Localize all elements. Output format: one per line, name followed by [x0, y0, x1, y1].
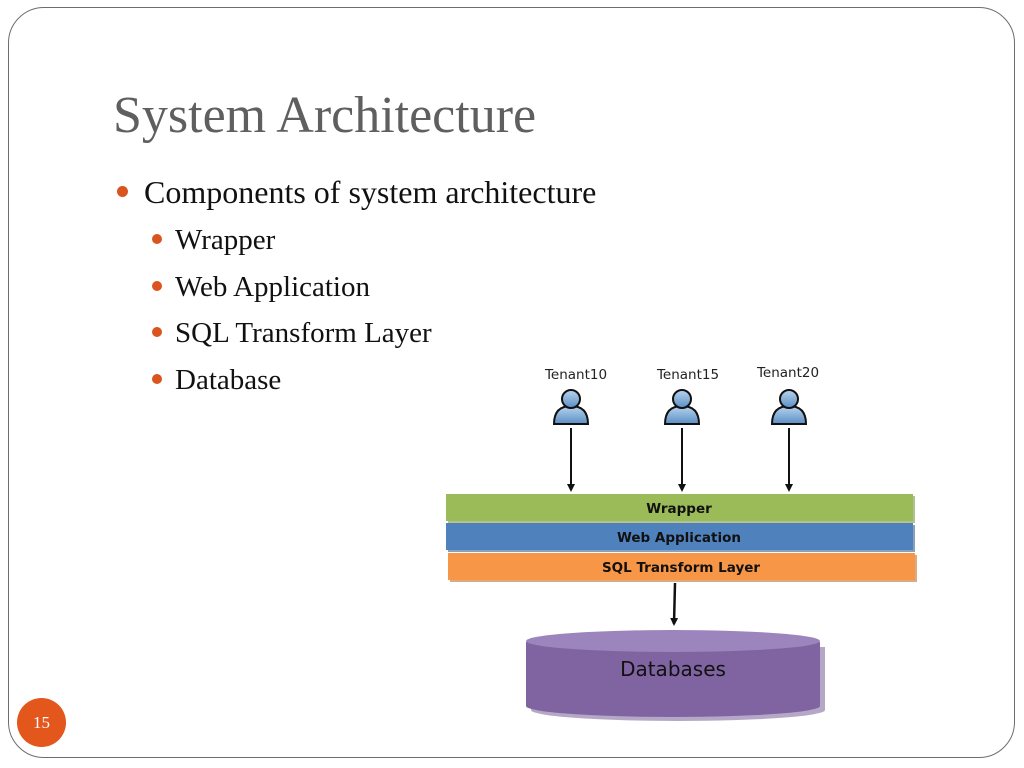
user-icon	[552, 389, 590, 425]
layer-sql-transform-label: SQL Transform Layer	[602, 560, 760, 576]
database-cylinder: Databases	[526, 630, 825, 721]
tenant-label-20: Tenant20	[756, 365, 819, 381]
user-icon	[770, 389, 808, 425]
slide-frame	[8, 7, 1015, 758]
bullet-database: Database	[148, 358, 432, 405]
tenant-label-10: Tenant10	[544, 367, 607, 383]
layer-wrapper: Wrapper	[446, 494, 915, 523]
bullet-web-application: Web Application	[148, 265, 432, 312]
database-label: Databases	[620, 657, 726, 681]
bullet-main: Components of system architecture	[116, 170, 596, 216]
layer-web-application-label: Web Application	[617, 530, 741, 546]
arrow-to-database	[670, 582, 679, 626]
slide-title: System Architecture	[113, 87, 537, 144]
bullet-list: Components of system architecture	[116, 170, 596, 216]
bullet-wrapper: Wrapper	[148, 218, 432, 265]
layer-sql-transform: SQL Transform Layer	[448, 553, 917, 582]
layer-web-application: Web Application	[446, 523, 915, 552]
tenant-label-15: Tenant15	[656, 367, 719, 383]
bullet-sql-transform-layer: SQL Transform Layer	[148, 311, 432, 358]
sub-bullet-list: Wrapper Web Application SQL Transform La…	[148, 218, 432, 404]
user-icon	[663, 389, 701, 425]
layer-wrapper-label: Wrapper	[646, 501, 712, 517]
page-number-badge: 15	[17, 698, 66, 747]
